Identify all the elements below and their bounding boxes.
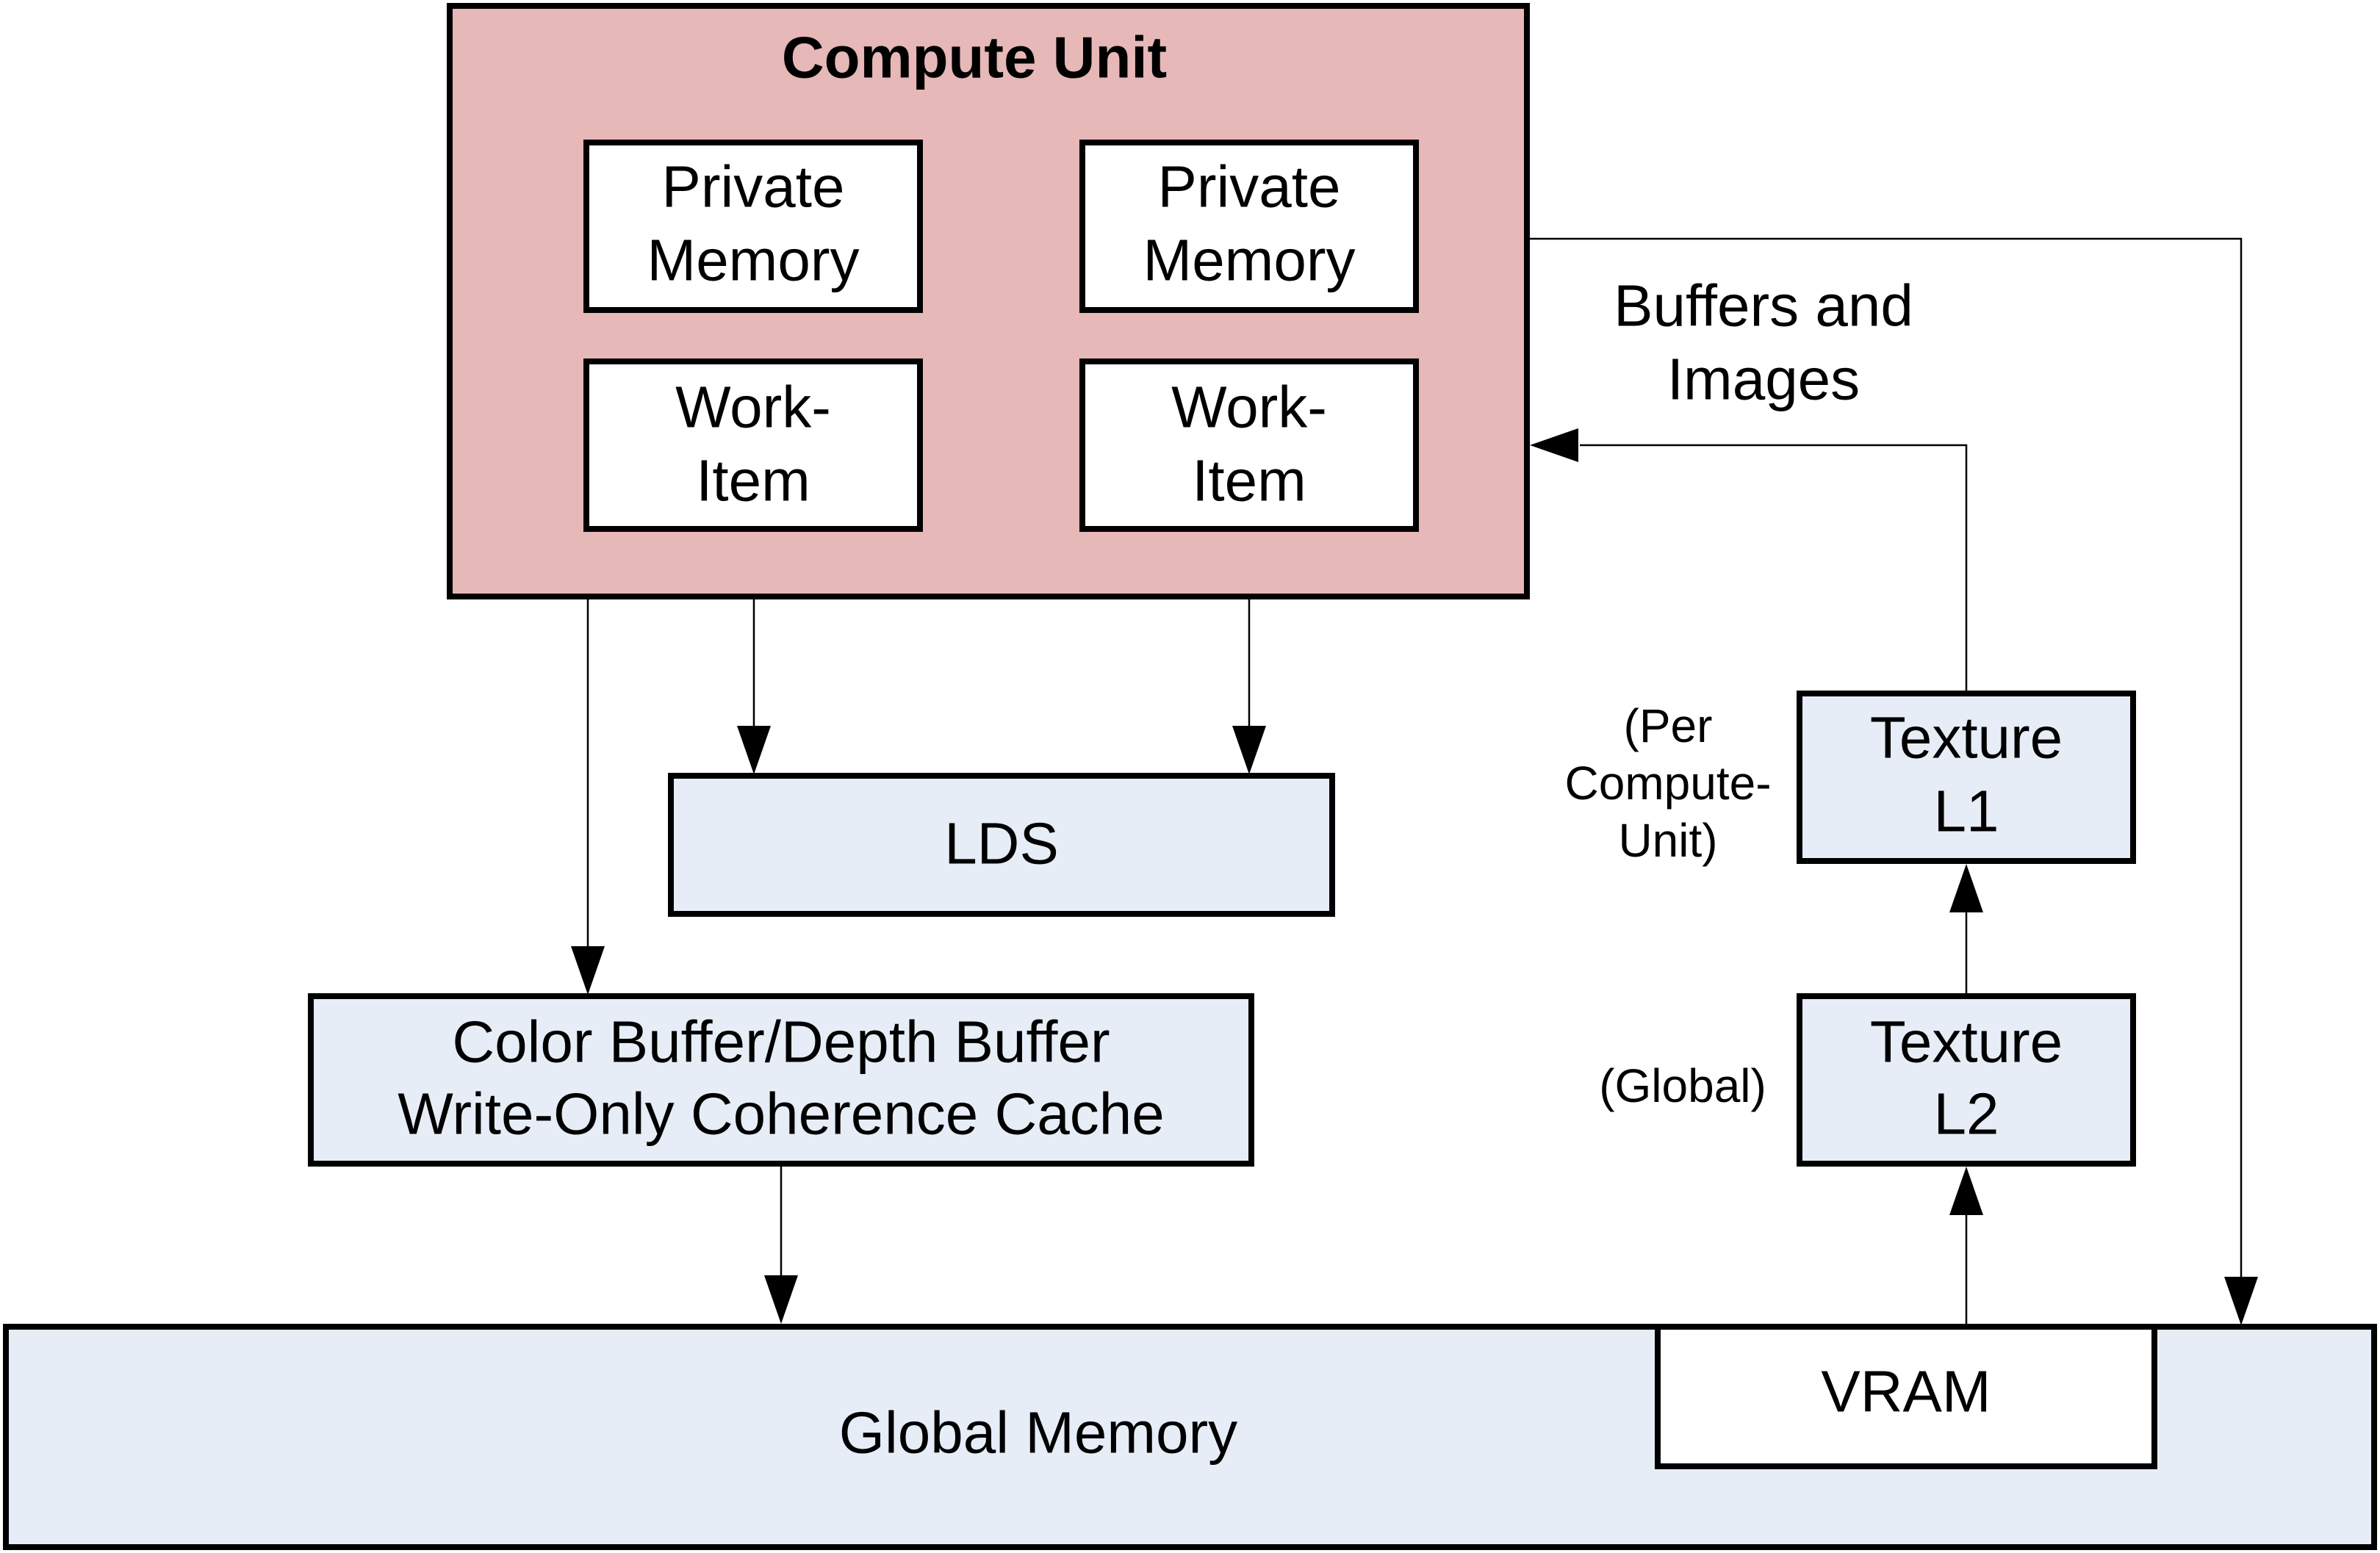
texture-l2-box [1797,993,2136,1167]
compute-unit: Compute Unit Private Memory Private Memo… [447,3,1530,599]
arrowhead-down-lds-right [1232,726,1266,774]
texture-l1-line2: L1 [1934,779,1999,844]
color-depth-cache-box [308,993,1254,1167]
texture-l2-line2: L2 [1934,1081,1999,1147]
arrowhead-up-texture-l2 [1949,1167,1983,1215]
global-memory-label: Global Memory [839,1400,1237,1466]
color-depth-cache-line2: Write-Only Coherence Cache [398,1081,1164,1147]
arrowhead-down-vram-right [2224,1277,2258,1325]
work-item-right-line2: Item [1192,448,1306,514]
arrowhead-down-global-memory [764,1275,798,1324]
color-depth-cache-line1: Color Buffer/Depth Buffer [452,1009,1110,1075]
lds-box [668,773,1335,917]
texture-l2-note: (Global) [1599,1059,1766,1112]
vram-box [1655,1324,2157,1469]
texture-l1-box [1797,691,2136,864]
compute-unit-title: Compute Unit [782,25,1167,90]
work-item-left-box [583,358,923,532]
arrowhead-down-color-cache [571,946,605,995]
color-depth-cache: Color Buffer/Depth Buffer Write-Only Coh… [308,993,1254,1167]
texture-l2-line1: Texture [1870,1009,2063,1075]
arrow-compute-to-vram [1527,237,2243,1282]
global-memory: Global Memory VRAM [3,1324,2377,1550]
arrow-texture-l1-to-compute [1580,444,1968,692]
texture-l1-note-line1: (Per [1624,699,1713,752]
texture-l1-line1: Texture [1870,705,2063,771]
work-item-right-box [1079,358,1419,532]
texture-l1-note-line2: Compute- [1565,757,1772,810]
lds-label: LDS [944,811,1059,876]
work-item-left-line1: Work- [675,375,831,440]
private-memory-right-box [1079,140,1419,313]
arrowhead-down-lds-left [737,726,771,774]
private-memory-right-line2: Memory [1143,228,1356,293]
work-item-right-line1: Work- [1171,375,1327,440]
arrowhead-left-compute-unit [1530,428,1578,462]
buffers-images-line1: Buffers and [1614,273,1913,339]
lds: LDS [668,773,1335,917]
texture-l1-note-line3: Unit) [1618,814,1717,867]
work-item-left-line2: Item [696,448,810,514]
connectors [586,237,2243,1327]
texture-l1: Texture L1 (Per Compute- Unit) [1565,691,2136,867]
private-memory-left-line1: Private [662,154,845,220]
arrowhead-up-texture-l1 [1949,864,1983,912]
private-memory-left-box [583,140,923,313]
buffers-images-label: Buffers and Images [1614,273,1913,412]
buffers-images-line2: Images [1667,347,1860,412]
private-memory-left-line2: Memory [647,228,860,293]
texture-l2: Texture L2 (Global) [1599,993,2136,1167]
private-memory-right-line1: Private [1158,154,1341,220]
vram-label: VRAM [1821,1359,1991,1424]
